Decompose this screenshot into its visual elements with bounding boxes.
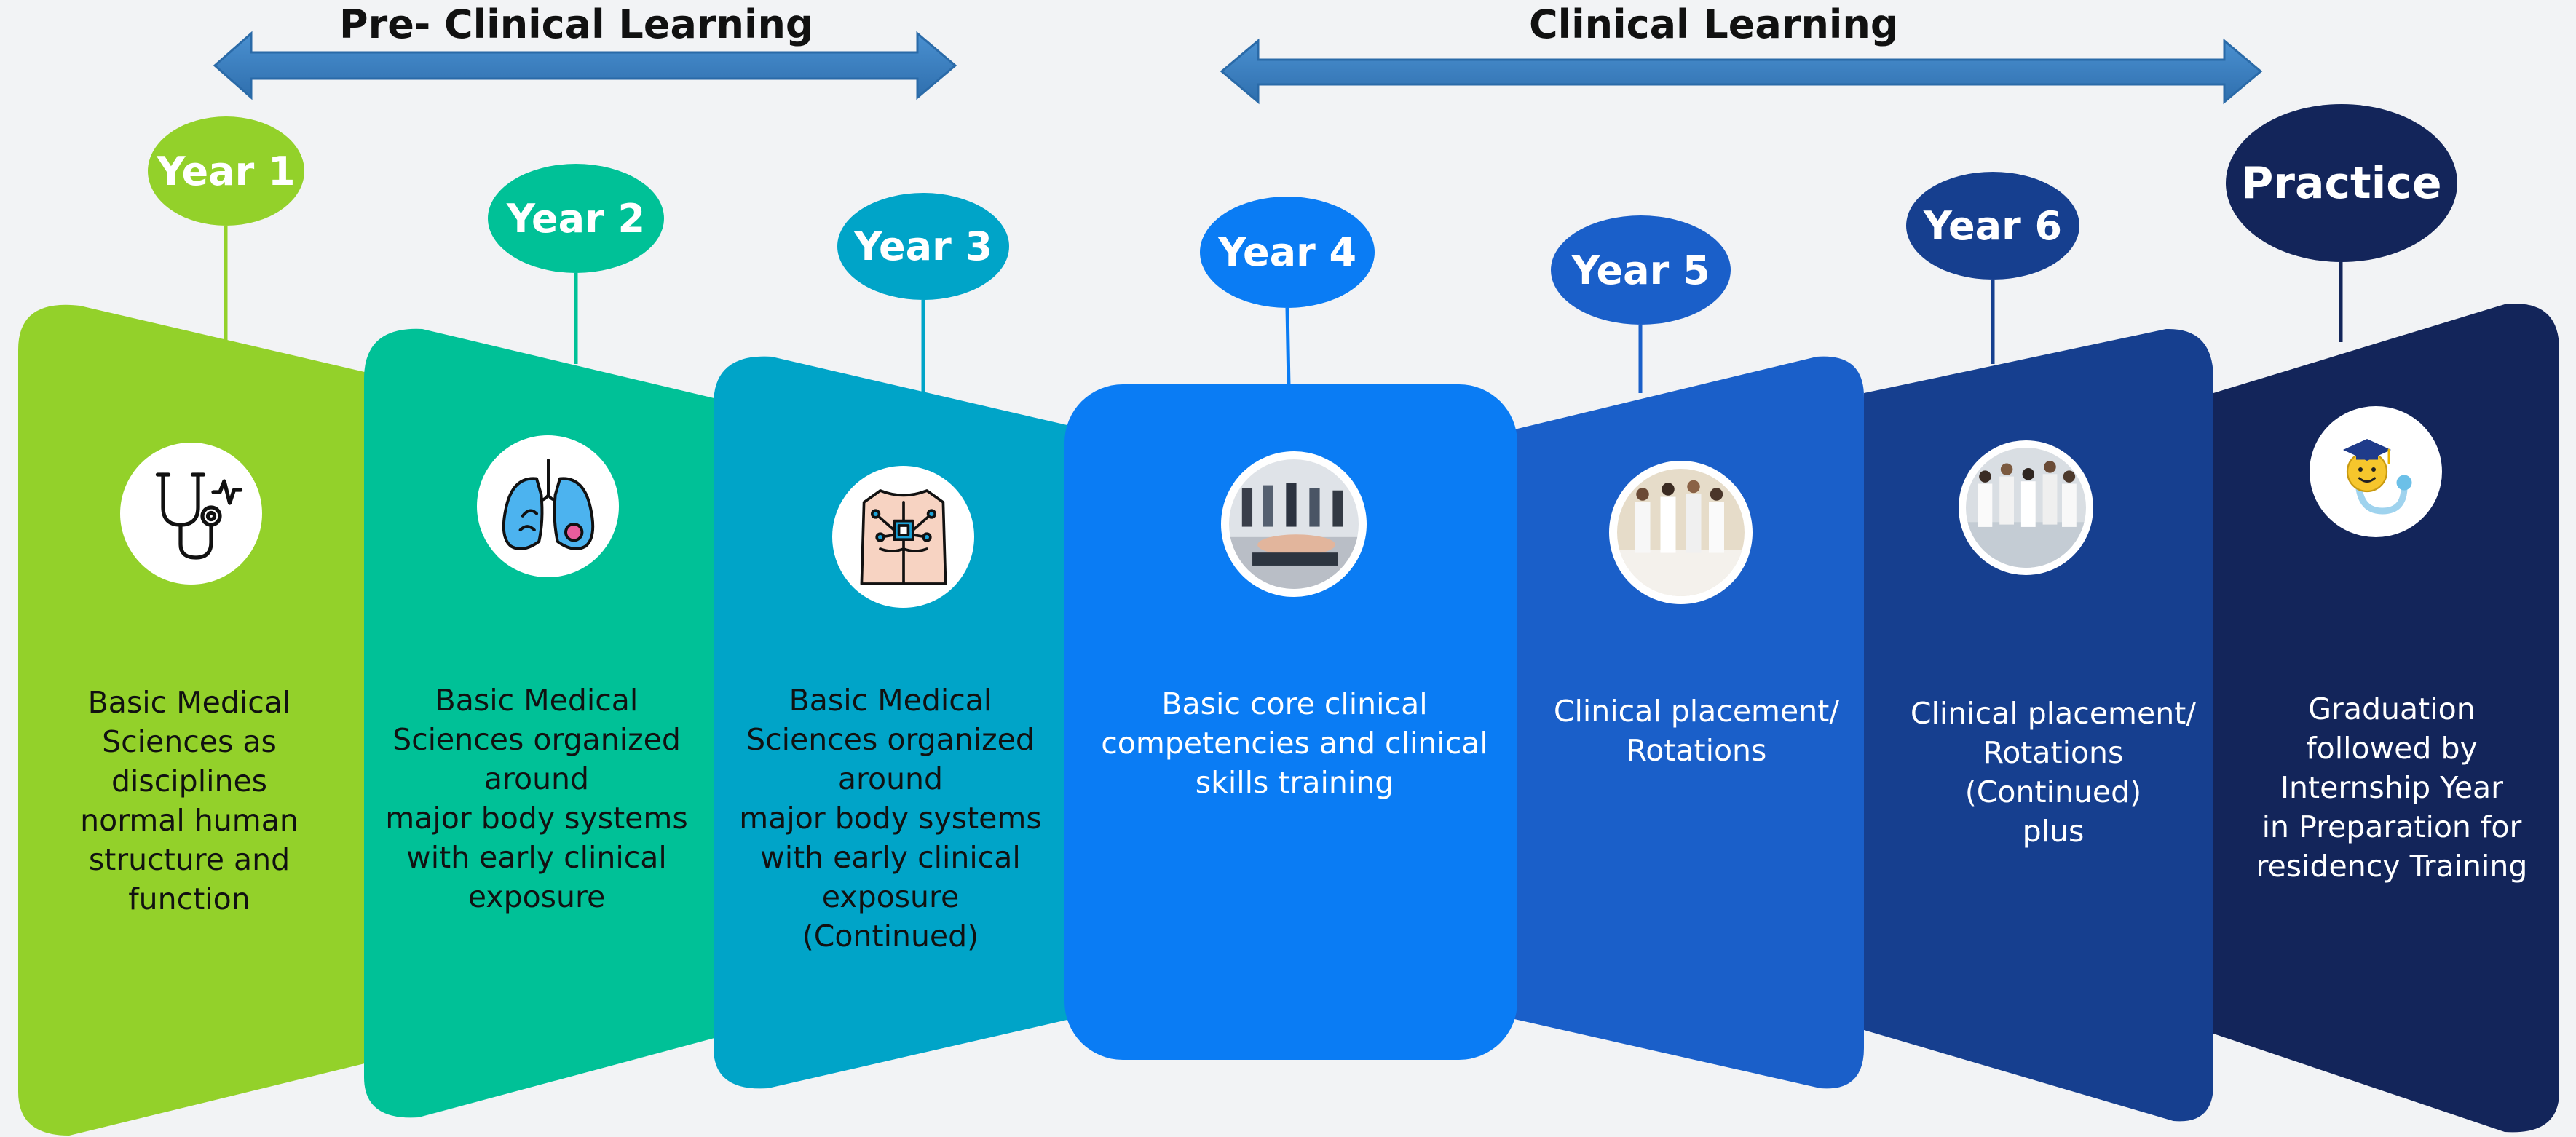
preclinical-phase-label: Pre- Clinical Learning xyxy=(339,1,814,47)
stage-panel-4 xyxy=(1064,384,1517,1060)
stage-panel-5 xyxy=(1514,356,1864,1089)
stage-pill-label: Year 5 xyxy=(1571,247,1710,293)
ecg-chest-icon xyxy=(832,466,974,608)
clinical-arrow xyxy=(1220,38,2263,105)
stage-description-5: Clinical placement/ Rotations xyxy=(1553,694,1840,768)
stage-description-6: Clinical placement/ Rotations (Continued… xyxy=(1910,696,2197,849)
stage-description-4: Basic core clinical competencies and cli… xyxy=(1101,686,1488,800)
stage-panel-1 xyxy=(18,304,368,1136)
stage-pill-label: Year 6 xyxy=(1923,202,2063,249)
graduate-doctor-icon xyxy=(2310,406,2442,537)
stage-description-7: Graduation followed by Internship Year i… xyxy=(2256,692,2528,884)
stage-pill-label: Year 3 xyxy=(853,223,993,269)
stage-panel-7 xyxy=(2213,304,2559,1133)
stage-pill-label: Year 1 xyxy=(157,148,296,194)
ward-round-photo xyxy=(1959,440,2093,575)
stethoscope-icon xyxy=(120,443,262,585)
stage-panel-2 xyxy=(364,328,717,1118)
stage-description-3: Basic Medical Sciences organized around … xyxy=(739,683,1042,954)
stage-pill-label: Year 4 xyxy=(1217,229,1357,275)
stage-connector-4 xyxy=(1285,307,1291,387)
stage-description-2: Basic Medical Sciences organized around … xyxy=(385,683,688,914)
stage-pill-label: Year 2 xyxy=(506,195,646,242)
stage-pill-7: Practice xyxy=(2226,104,2457,262)
stage-pill-label: Practice xyxy=(2241,157,2442,209)
stage-pill-6: Year 6 xyxy=(1906,172,2079,280)
clinical-rotation-photo xyxy=(1609,461,1753,604)
simulation-training-photo xyxy=(1221,451,1367,597)
stage-pill-3: Year 3 xyxy=(837,193,1009,300)
stage-description-1: Basic Medical Sciences as disciplines no… xyxy=(80,685,299,916)
clinical-phase-label: Clinical Learning xyxy=(1529,1,1899,47)
stage-panel-3 xyxy=(714,356,1070,1089)
stage-pill-2: Year 2 xyxy=(488,164,664,273)
stage-pill-4: Year 4 xyxy=(1200,197,1375,308)
stage-pill-5: Year 5 xyxy=(1551,215,1731,325)
preclinical-arrow xyxy=(213,31,957,100)
stage-pill-1: Year 1 xyxy=(148,116,304,226)
lungs-icon xyxy=(477,435,619,577)
stage-panel-6 xyxy=(1864,328,2213,1122)
